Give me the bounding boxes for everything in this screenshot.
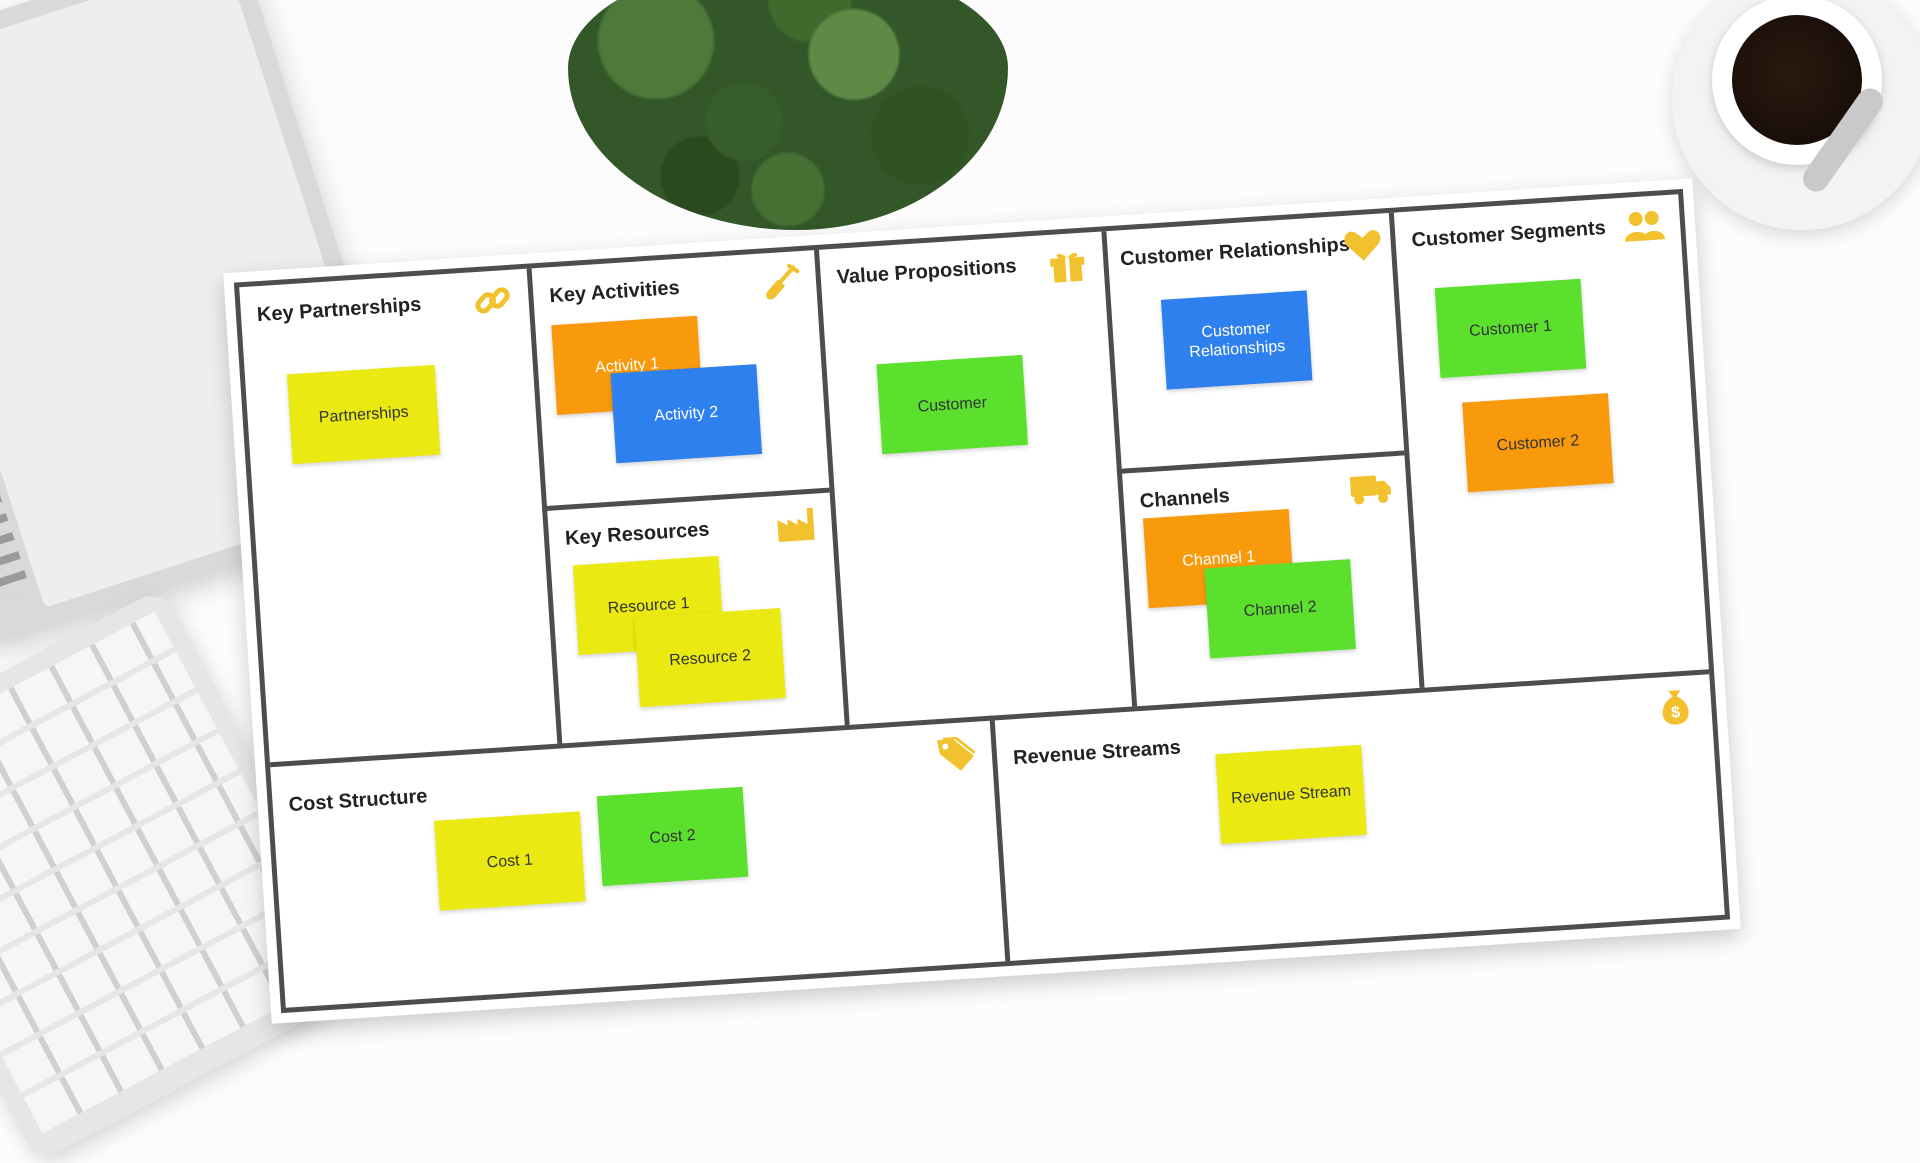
sticky-note: Revenue Stream xyxy=(1215,744,1367,845)
factory-icon xyxy=(777,507,815,542)
heart-icon xyxy=(1344,230,1381,261)
block-key-resources: Key Resources Resource 1 Resource 2 xyxy=(541,487,845,744)
block-title: Customer Relationships xyxy=(1119,233,1351,271)
sticky-note: Cost 1 xyxy=(434,811,586,911)
sticky-note: Customer Relationships xyxy=(1160,290,1313,390)
block-key-partnerships: Key Partnerships Partnerships xyxy=(239,269,557,763)
sticky-note: Activity 2 xyxy=(610,364,763,464)
shovel-icon xyxy=(766,263,800,300)
block-revenue-streams: Revenue Streams $ Revenue Stream xyxy=(989,669,1725,962)
block-customer-segments: Customer Segments Customer 1 Customer 2 xyxy=(1388,194,1709,688)
block-customer-relationships: Customer Relationships Customer Relation… xyxy=(1101,212,1405,470)
gift-icon xyxy=(1050,252,1085,283)
block-title: Revenue Streams xyxy=(1012,736,1182,770)
block-title: Key Activities xyxy=(548,276,681,308)
block-title: Customer Segments xyxy=(1410,216,1607,252)
sticky-note: Partnerships xyxy=(286,364,441,465)
sticky-note: Customer xyxy=(876,354,1029,455)
business-model-canvas: Key Partnerships Partnerships Key Activi… xyxy=(223,178,1741,1024)
block-title: Cost Structure xyxy=(288,785,429,817)
sticky-note: Channel 2 xyxy=(1204,559,1356,659)
money-bag-icon: $ xyxy=(1662,690,1689,725)
canvas-grid: Key Partnerships Partnerships Key Activi… xyxy=(233,188,1731,1014)
link-icon xyxy=(475,287,510,314)
truck-icon xyxy=(1349,475,1391,505)
price-tag-icon xyxy=(936,736,976,771)
sticky-note: Resource 2 xyxy=(634,608,786,708)
block-channels: Channels Channel 1 Channel 2 xyxy=(1116,450,1420,707)
block-title: Key Partnerships xyxy=(256,293,422,327)
sticky-note: Customer 2 xyxy=(1462,393,1614,493)
block-value-propositions: Value Propositions Customer xyxy=(814,231,1133,726)
svg-text:$: $ xyxy=(1671,704,1681,722)
sticky-note: Customer 1 xyxy=(1434,278,1587,378)
potted-plant xyxy=(568,0,1008,230)
sticky-note: Cost 2 xyxy=(596,786,749,887)
block-cost-structure: Cost Structure Cost 1 Cost 2 xyxy=(269,715,1006,1008)
block-title: Channels xyxy=(1139,484,1231,513)
users-icon xyxy=(1625,210,1666,242)
block-key-activities: Key Activities Activity 1 Activity 2 xyxy=(526,250,830,507)
block-title: Key Resources xyxy=(564,518,711,550)
block-title: Value Propositions xyxy=(836,255,1018,289)
